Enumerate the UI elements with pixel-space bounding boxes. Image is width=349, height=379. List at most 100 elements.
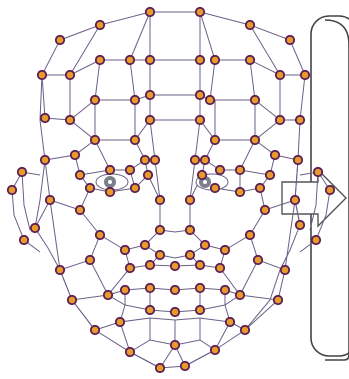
- landmark-point: [294, 219, 306, 231]
- landmark-point: [196, 169, 208, 181]
- landmark-point: [239, 324, 251, 336]
- landmark-point: [254, 182, 266, 194]
- landmark-point: [194, 114, 206, 126]
- landmark-point: [54, 264, 66, 276]
- landmark-point: [104, 164, 116, 176]
- landmark-point: [44, 194, 56, 206]
- landmark-point: [204, 94, 216, 106]
- landmark-point: [219, 284, 231, 296]
- landmark-point: [36, 69, 48, 81]
- landmark-point: [169, 306, 181, 318]
- landmark-point: [39, 112, 51, 124]
- landmark-point: [54, 34, 66, 46]
- landmark-point: [259, 204, 271, 216]
- landmark-point: [234, 186, 246, 198]
- landmark-point: [234, 289, 246, 301]
- landmark-point: [124, 262, 136, 274]
- landmark-point: [29, 222, 41, 234]
- landmark-point: [114, 316, 126, 328]
- landmark-point: [144, 6, 156, 18]
- landmark-point: [299, 69, 311, 81]
- landmark-point: [39, 154, 51, 166]
- landmark-point: [209, 344, 221, 356]
- landmark-points: [6, 6, 336, 374]
- landmark-point: [244, 19, 256, 31]
- landmark-point: [154, 249, 166, 261]
- left-pupil: [108, 180, 112, 184]
- landmark-point: [234, 164, 246, 176]
- landmark-point: [194, 54, 206, 66]
- landmark-point: [102, 289, 114, 301]
- landmark-point: [310, 234, 322, 246]
- right-pupil: [203, 180, 207, 184]
- landmark-point: [129, 134, 141, 146]
- landmark-point: [209, 134, 221, 146]
- landmark-point: [129, 94, 141, 106]
- landmark-point: [292, 154, 304, 166]
- landmark-point: [154, 194, 166, 206]
- landmark-point: [64, 114, 76, 126]
- landmark-point: [249, 94, 261, 106]
- landmark-point: [169, 284, 181, 296]
- landmark-point: [119, 284, 131, 296]
- landmark-point: [149, 154, 161, 166]
- landmark-point: [244, 54, 256, 66]
- landmark-point: [74, 169, 86, 181]
- landmark-point: [94, 54, 106, 66]
- landmark-point: [184, 249, 196, 261]
- landmark-point: [194, 282, 206, 294]
- landmark-point: [144, 282, 156, 294]
- landmark-point: [64, 69, 76, 81]
- landmark-point: [194, 89, 206, 101]
- landmark-point: [219, 244, 231, 256]
- landmark-point: [199, 154, 211, 166]
- landmark-point: [194, 259, 206, 271]
- landmark-point: [139, 239, 151, 251]
- landmark-point: [274, 69, 286, 81]
- landmark-point: [154, 362, 166, 374]
- landmark-point: [249, 134, 261, 146]
- landmark-point: [279, 264, 291, 276]
- landmark-point: [84, 182, 96, 194]
- landmark-point: [144, 54, 156, 66]
- landmark-point: [284, 34, 296, 46]
- landmark-point: [69, 149, 81, 161]
- landmark-point: [274, 114, 286, 126]
- landmark-point: [119, 244, 131, 256]
- landmark-point: [139, 154, 151, 166]
- landmark-point: [294, 114, 306, 126]
- landmark-point: [142, 169, 154, 181]
- landmark-point: [312, 166, 324, 178]
- landmark-point: [154, 224, 166, 236]
- landmark-point: [224, 316, 236, 328]
- landmark-point: [89, 134, 101, 146]
- landmark-point: [84, 254, 96, 266]
- landmark-point: [214, 262, 226, 274]
- landmark-point: [184, 194, 196, 206]
- output-box: [324, 19, 349, 361]
- landmark-point: [89, 324, 101, 336]
- landmark-point: [6, 184, 18, 196]
- landmark-point: [94, 19, 106, 31]
- landmark-point: [169, 339, 181, 351]
- landmark-point: [18, 234, 30, 246]
- landmark-point: [124, 54, 136, 66]
- landmark-point: [272, 294, 284, 306]
- landmark-point: [169, 260, 181, 272]
- landmark-point: [194, 304, 206, 316]
- cheeks: [34, 159, 301, 301]
- landmark-point: [74, 204, 86, 216]
- landmark-point: [66, 294, 78, 306]
- landmark-point: [189, 154, 201, 166]
- landmark-point: [179, 360, 191, 372]
- landmark-point: [144, 114, 156, 126]
- landmark-point: [252, 254, 264, 266]
- landmark-point: [144, 304, 156, 316]
- landmark-point: [214, 164, 226, 176]
- landmark-point: [289, 194, 301, 206]
- landmark-point: [124, 164, 136, 176]
- landmark-point: [244, 229, 256, 241]
- landmark-point: [209, 54, 221, 66]
